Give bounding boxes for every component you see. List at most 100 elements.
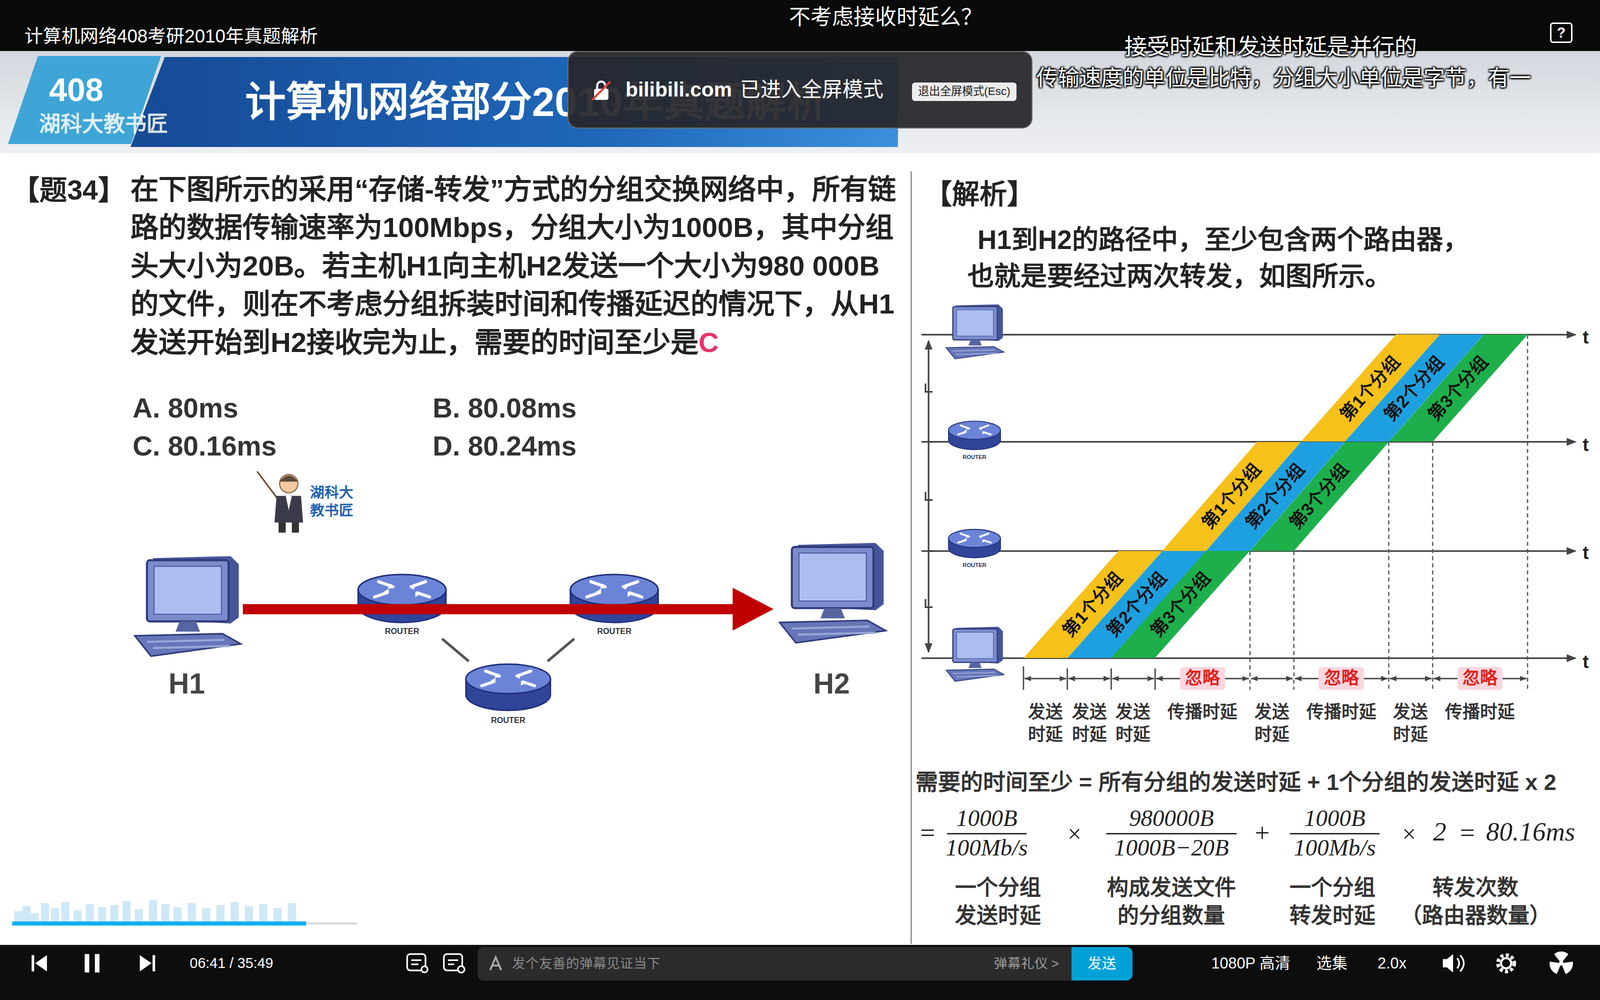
formula-term-block: 100Mb/s [1293, 836, 1376, 860]
danmaku-density-part [73, 910, 82, 921]
lock-icon-part [592, 81, 611, 100]
mascot-figure-part [285, 496, 292, 511]
option-text: A. 80ms [132, 391, 238, 425]
danmaku-density-part [51, 908, 59, 922]
time-axes-part [921, 441, 1576, 443]
timeline-devices [946, 304, 1004, 682]
time-axis-label-block: t [1582, 326, 1589, 349]
formula-term-block: 2 [1433, 818, 1447, 845]
player-icon-outlines-part [1501, 958, 1511, 968]
timeline-devices-part [946, 304, 1004, 359]
delay-label-block: 发送 时延 [1115, 701, 1151, 746]
toast-text: bilibili.com [625, 77, 732, 102]
network-link [547, 639, 574, 662]
danmaku-comment: 传输速度的单位是比特，分组大小单位是字节，有一 [1036, 65, 1531, 91]
quality-menu-block: 1080P 高清 [1211, 954, 1290, 973]
time-guides-part [1388, 442, 1389, 690]
help-glyph: ? [1557, 24, 1566, 41]
option-text-block: B. 80.08ms [432, 391, 577, 425]
danmaku-density-part [41, 903, 49, 922]
formula-term: 1000B [956, 806, 1018, 830]
formula-heading-block: 需要的时间至少 = 所有分组的发送时延 + 1个分组的发送时延 x 2 [915, 769, 1557, 796]
delay-label: 发送 时延 [1254, 701, 1290, 746]
danmaku-density-part [273, 908, 282, 922]
time-axis-label-block: t [1582, 651, 1589, 673]
formula-result-block: 80.16ms [1486, 818, 1575, 845]
danmaku-density-part [245, 906, 253, 922]
delay-label-block: 传播时延 [1306, 702, 1377, 723]
mascot-caption-block: 湖科大 教书匠 [310, 484, 354, 520]
fullscreen-toast: bilibili.com已进入全屏模式退出全屏模式(Esc) [567, 51, 1033, 129]
host-computer: H2 [773, 543, 890, 704]
router-label: ROUTER [385, 626, 420, 637]
timeline-devices-part [946, 627, 1004, 682]
option-text: C. 80.16ms [132, 429, 277, 463]
player-icons-part [140, 955, 156, 972]
network-devices-part [134, 556, 241, 656]
danmaku-density-part [173, 907, 182, 922]
danmaku-density-part [122, 901, 131, 922]
time-axis-label: t [1582, 542, 1589, 564]
time-guides-part [1432, 442, 1433, 690]
network-devices-part [570, 574, 659, 623]
router-label: ROUTER [962, 562, 986, 569]
player-icon-outlines-part [448, 960, 458, 964]
formula-operator: + [1255, 819, 1270, 846]
formula-operator-block: × [1067, 821, 1082, 846]
player-icon-outlines-part [421, 966, 428, 973]
dimension-lines-part [1154, 668, 1156, 690]
mascot-figure-part [292, 522, 299, 533]
delay-label-block: 发送 时延 [1028, 701, 1063, 746]
formula-operator: = [920, 819, 935, 846]
danmaku-density-part [230, 902, 239, 922]
dimension-lines-part [1110, 668, 1112, 690]
player-icons-part [95, 954, 100, 973]
delay-label-block: 传播时延 [1167, 702, 1238, 723]
dimension-lines-part [1390, 678, 1432, 680]
time-guides-part [1249, 551, 1251, 690]
time-axis-label-block: t [1582, 542, 1589, 564]
ignored-tag-block: 忽略 [1318, 667, 1364, 690]
formula-term-block: 1000B [1304, 806, 1366, 830]
delay-label: 传播时延 [1445, 702, 1515, 723]
delay-label: 发送 时延 [1072, 701, 1107, 746]
danmaku-density [14, 900, 296, 922]
formula-term: 100Mb/s [945, 836, 1028, 860]
host-name: H2 [813, 666, 850, 701]
formula-caption: 一个分组 发送时延 [955, 874, 1041, 930]
danmaku-comment-block: 接受时延和发送时延是并行的 [1124, 33, 1417, 61]
speed-menu: 2.0x [1377, 954, 1407, 973]
player-icon-outlines-part [1498, 955, 1515, 972]
player-icons-part [84, 954, 89, 973]
progress-buffer [306, 922, 357, 925]
section-heading: 【解析】 [924, 177, 1035, 211]
fraction-bars-part [1290, 833, 1380, 835]
time-axes [921, 334, 1576, 658]
danmaku-density-part [202, 908, 210, 922]
time-axes-part [921, 657, 1576, 659]
mascot-figure-part [257, 471, 279, 500]
formula-term: 2 [1433, 818, 1447, 845]
exit-fullscreen-button: 退出全屏模式(Esc) [912, 82, 1016, 101]
player-icon-outlines-part [411, 960, 421, 964]
danmaku-density-part [288, 903, 296, 922]
router: ROUTER [944, 527, 1005, 571]
text-style-icon [486, 954, 505, 973]
danmaku-density-part [22, 906, 31, 922]
danmaku-density-part [216, 905, 225, 922]
mascot-figure [257, 471, 303, 533]
progress-played [12, 921, 306, 926]
danmaku-density-part [14, 911, 23, 921]
fan-icon [1547, 951, 1575, 976]
time-axis-label: t [1582, 326, 1589, 349]
formula-heading: 需要的时间至少 = 所有分组的发送时延 + 1个分组的发送时延 x 2 [915, 769, 1557, 796]
question-number: 【题34】 [12, 173, 125, 207]
delay-label: 发送 时延 [1115, 701, 1151, 746]
watermark-block: 湖科大教书匠 [39, 111, 168, 137]
formula-term: 1000B−20B [1114, 836, 1229, 860]
danmaku-density-part [98, 907, 106, 922]
option-text: D. 80.24ms [432, 429, 577, 463]
quality-menu: 1080P 高清 [1211, 954, 1290, 973]
time-axis-label-block: t [1582, 434, 1589, 456]
